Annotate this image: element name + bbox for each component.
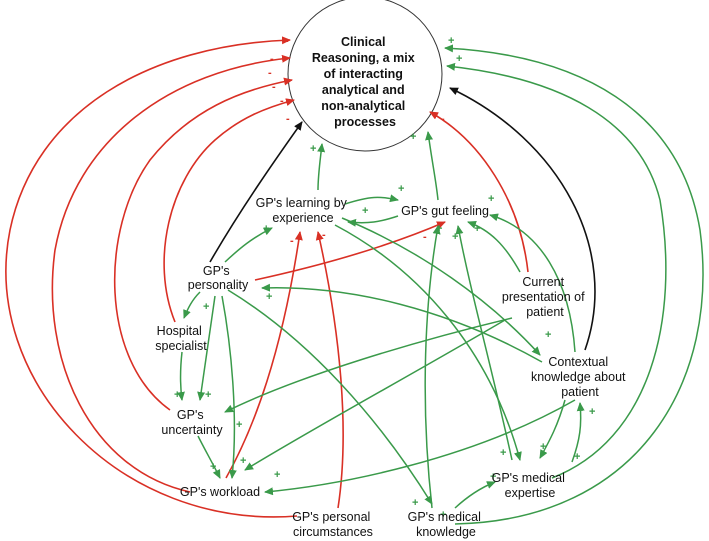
svg-text:-: -	[270, 53, 274, 65]
arrow-current-to-gut	[467, 220, 521, 273]
node-hospital-specialist: Hospital specialist	[155, 324, 207, 353]
arrow-circumstances-to-reasoning	[5, 36, 298, 518]
svg-text:+: +	[236, 419, 242, 431]
arrow-personality-to-uncertainty	[197, 295, 216, 401]
svg-text:+: +	[310, 143, 316, 155]
svg-text:+: +	[500, 447, 506, 459]
arrow-expertise-to-gut	[455, 225, 513, 461]
polarity-signs: - - - - - - - - - - + + + + + + + + + + …	[174, 35, 595, 521]
arrow-knowledge-to-expertise	[454, 481, 496, 509]
arrow-knowledge-to-reasoning	[444, 44, 704, 525]
svg-text:+: +	[203, 301, 209, 313]
svg-text:+: +	[574, 451, 580, 463]
svg-text:+: +	[474, 223, 480, 235]
svg-text:-: -	[285, 35, 289, 47]
svg-text:-: -	[268, 67, 272, 79]
arrow-personality-to-learning	[224, 227, 273, 263]
svg-text:-: -	[322, 229, 326, 241]
arrow-gut-to-reasoning	[425, 131, 439, 201]
arrow-personality-to-reasoning	[209, 121, 303, 263]
svg-text:+: +	[448, 35, 454, 47]
arrow-learning-to-gut	[344, 194, 399, 205]
arrow-hospital-to-reasoning	[163, 98, 295, 323]
arrow-current-to-reasoning	[429, 111, 529, 273]
arrow-personality-to-workload	[221, 295, 237, 479]
arrow-circumstances-to-learning	[315, 231, 344, 509]
svg-text:+: +	[540, 441, 546, 453]
svg-text:+: +	[263, 223, 269, 235]
arrow-learning-to-expertise	[334, 224, 522, 461]
svg-text:-: -	[423, 231, 427, 243]
svg-text:+: +	[240, 455, 246, 467]
arrow-workload-to-reasoning	[51, 54, 291, 493]
svg-text:+: +	[589, 406, 595, 418]
arrow-personality-to-gut	[254, 221, 446, 281]
svg-text:+: +	[210, 461, 216, 473]
node-clinical-reasoning: Clinical Reasoning, a mix of interacting…	[312, 35, 418, 129]
svg-text:+: +	[436, 223, 442, 235]
svg-text:+: +	[174, 389, 180, 401]
arrow-expertise-to-contextual	[571, 402, 585, 463]
svg-text:+: +	[545, 329, 551, 341]
svg-text:+: +	[488, 193, 494, 205]
arrow-gut-to-learning	[347, 215, 399, 227]
svg-text:+: +	[452, 231, 458, 243]
arrow-learning-to-contextual	[341, 217, 541, 356]
svg-text:+: +	[490, 471, 496, 483]
node-workload: GP's workload	[180, 485, 260, 499]
arrow-personality-to-knowledge	[227, 289, 433, 505]
arrow-contextual-to-expertise	[539, 399, 566, 459]
node-medical-knowledge: GP's medical knowledge	[408, 510, 485, 539]
arrow-current-to-uncertainty	[224, 317, 513, 413]
node-gut-feeling: GP's gut feeling	[401, 204, 489, 218]
arrow-learning-to-reasoning	[317, 143, 326, 191]
arrow-hospital-to-uncertainty	[176, 351, 185, 401]
svg-text:+: +	[274, 469, 280, 481]
node-learning-by-experience: GP's learning by experience	[256, 196, 351, 225]
svg-text:+: +	[362, 205, 368, 217]
svg-text:+: +	[266, 291, 272, 303]
svg-text:+: +	[440, 509, 446, 521]
arrow-expertise-to-reasoning	[446, 62, 667, 479]
svg-text:-: -	[441, 113, 445, 125]
arrow-contextual-to-personality	[261, 283, 543, 363]
svg-text:+: +	[456, 53, 462, 65]
clinical-reasoning-circle	[287, 0, 443, 152]
arrow-uncertainty-to-reasoning	[113, 77, 293, 411]
arrow-personality-to-hospital	[183, 291, 201, 319]
node-personality: GP's personality	[188, 264, 249, 292]
arrow-workload-to-learning	[225, 231, 303, 479]
arrow-current-to-workload	[244, 319, 506, 471]
arrow-contextual-to-workload	[264, 399, 576, 496]
svg-text:-: -	[280, 95, 284, 107]
node-contextual-knowledge: Contextual knowledge about patient	[531, 355, 629, 399]
node-uncertainty: GP's uncertainty	[161, 408, 223, 437]
node-medical-expertise: GP's medical expertise	[492, 471, 569, 500]
svg-text:+: +	[412, 497, 418, 509]
svg-text:+: +	[205, 389, 211, 401]
node-personal-circumstances: GP's personal circumstances	[292, 510, 374, 539]
arrow-contextual-to-reasoning	[449, 87, 596, 351]
arrow-knowledge-to-gut	[424, 225, 441, 509]
arrow-uncertainty-to-workload	[197, 435, 221, 479]
svg-text:-: -	[272, 81, 276, 93]
svg-text:-: -	[286, 113, 290, 125]
svg-text:+: +	[398, 183, 404, 195]
node-current-presentation: Current presentation of patient	[502, 275, 588, 319]
svg-text:+: +	[410, 131, 416, 143]
arrow-contextual-to-gut	[489, 213, 576, 353]
svg-text:-: -	[290, 235, 294, 247]
